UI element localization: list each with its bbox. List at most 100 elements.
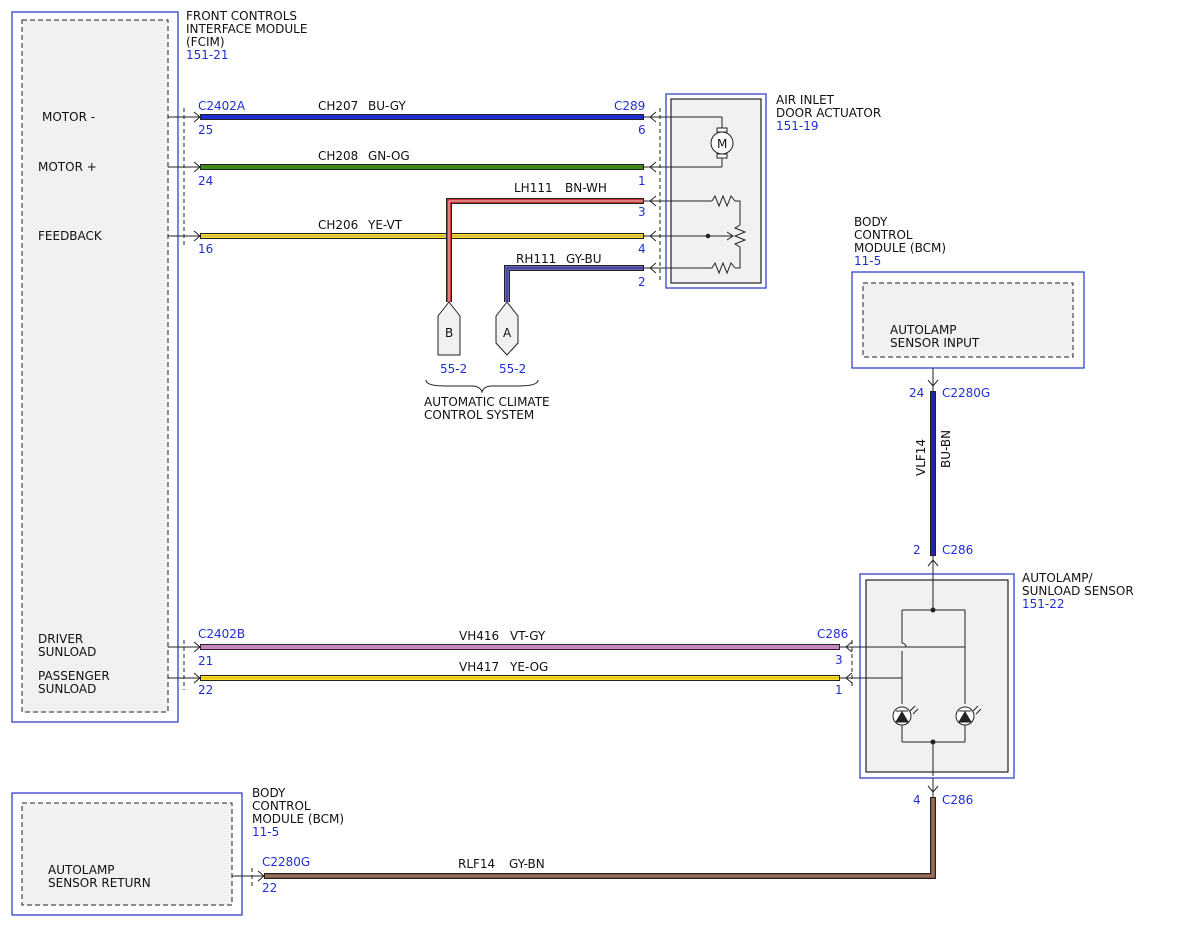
sensor-internal-circuit bbox=[854, 578, 982, 776]
circuit-vlf14-id: VLF14 bbox=[914, 439, 928, 476]
bcm-bottom-module[interactable] bbox=[11, 792, 243, 916]
circuit-ch208-id: CH208 bbox=[318, 149, 358, 163]
wire-rlf14[interactable] bbox=[264, 797, 936, 879]
actuator-inner-box bbox=[670, 98, 762, 284]
circuit-rlf14-color: GY-BN bbox=[509, 857, 545, 871]
bcm-top-title-line1: BODY bbox=[854, 215, 888, 229]
bcm-bottom-title-line2: CONTROL bbox=[252, 799, 311, 813]
circuit-vh417-color: YE-OG bbox=[509, 660, 548, 674]
bcm-bottom-ref-link[interactable]: 11-5 bbox=[252, 825, 279, 839]
autolamp-sunload-sensor[interactable] bbox=[859, 573, 1015, 779]
bcm-top-module[interactable] bbox=[851, 271, 1085, 369]
sensor-bottom-arrow bbox=[927, 778, 939, 798]
fcim-title-line1: FRONT CONTROLS bbox=[186, 9, 297, 23]
circuit-ch207-id: CH207 bbox=[318, 99, 358, 113]
circuit-rh111-color: GY-BU bbox=[566, 252, 602, 266]
circuit-lh111-color: BN-WH bbox=[565, 181, 607, 195]
pin-fcim-21: 21 bbox=[198, 654, 213, 668]
fcim-inner-box bbox=[21, 19, 169, 713]
sensor-inner-box bbox=[865, 579, 1009, 773]
pin-sensor-4: 4 bbox=[913, 793, 921, 807]
acc-label-line1: AUTOMATIC CLIMATE bbox=[424, 395, 550, 409]
circuit-ch207-color: BU-GY bbox=[368, 99, 406, 113]
sensor-outer-box bbox=[859, 573, 1015, 779]
air-inlet-actuator[interactable] bbox=[665, 93, 767, 289]
bcm-top-pin-line2: SENSOR INPUT bbox=[890, 336, 980, 350]
circuit-ch206-id: CH206 bbox=[318, 218, 358, 232]
pin-sensor-2: 2 bbox=[913, 543, 921, 557]
sensor-ref-link[interactable]: 151-22 bbox=[1022, 597, 1065, 611]
circuit-ch208-color: GN-OG bbox=[368, 149, 410, 163]
pin-actuator-2: 2 bbox=[638, 275, 646, 289]
fcim-module[interactable] bbox=[11, 11, 179, 723]
bcm-top-title-line2: CONTROL bbox=[854, 228, 913, 242]
bcm-bottom-inner-box bbox=[21, 802, 233, 906]
bcm-bottom-title-line3: MODULE (BCM) bbox=[252, 812, 344, 826]
pin-actuator-3: 3 bbox=[638, 205, 646, 219]
fcim-title-line2: INTERFACE MODULE bbox=[186, 22, 307, 36]
fcim-ref-link[interactable]: 151-21 bbox=[186, 48, 229, 62]
fcim-title-line3: (FCIM) bbox=[186, 35, 225, 49]
circuit-vh417-id: VH417 bbox=[459, 660, 499, 674]
connector-c286-mid-label[interactable]: C286 bbox=[817, 627, 848, 641]
pin-fcim-16: 16 bbox=[198, 242, 213, 256]
actuator-title-line2: DOOR ACTUATOR bbox=[776, 106, 881, 120]
bcm-bottom-arrow bbox=[232, 870, 265, 882]
fcim-pin-driver-line2: SUNLOAD bbox=[38, 645, 96, 659]
connector-c2402b-label[interactable]: C2402B bbox=[198, 627, 245, 641]
bcm-bottom-outer-box bbox=[11, 792, 243, 916]
bcm-bottom-title-line1: BODY bbox=[252, 786, 286, 800]
pin-sensor-1: 1 bbox=[835, 683, 843, 697]
pin-bcm-22: 22 bbox=[262, 881, 277, 895]
actuator-title-line1: AIR INLET bbox=[776, 93, 835, 107]
circuit-vh416-color: VT-GY bbox=[510, 629, 546, 643]
circuit-lh111-id: LH111 bbox=[514, 181, 553, 195]
circuit-rlf14-id: RLF14 bbox=[458, 857, 495, 871]
bcm-top-ref-link[interactable]: 11-5 bbox=[854, 254, 881, 268]
pin-fcim-22: 22 bbox=[198, 683, 213, 697]
pin-bcm-24: 24 bbox=[909, 386, 924, 400]
fcim-pin-motor-plus: MOTOR + bbox=[38, 160, 97, 174]
bcm-top-pin-line1: AUTOLAMP bbox=[890, 323, 957, 337]
pin-sensor-3: 3 bbox=[835, 653, 843, 667]
circuit-ch206-color: YE-VT bbox=[367, 218, 403, 232]
fcim-pin-motor-minus: MOTOR - bbox=[42, 110, 95, 124]
acc-label-line2: CONTROL SYSTEM bbox=[424, 408, 534, 422]
motor-m-label: M bbox=[717, 137, 727, 151]
connector-c286-top-label[interactable]: C286 bbox=[942, 543, 973, 557]
connector-c289-label[interactable]: C289 bbox=[614, 99, 645, 113]
fcim-pin-feedback: FEEDBACK bbox=[38, 229, 103, 243]
wire-lh111[interactable] bbox=[446, 198, 644, 302]
pin-actuator-4: 4 bbox=[638, 242, 646, 256]
connector-c286-bottom-label[interactable]: C286 bbox=[942, 793, 973, 807]
sensor-side-arrows bbox=[840, 641, 856, 684]
actuator-ref-link[interactable]: 151-19 bbox=[776, 119, 819, 133]
acc-connector-b[interactable] bbox=[437, 301, 461, 356]
bcm-top-outer-box bbox=[851, 271, 1085, 369]
circuit-vlf14-color: BU-BN bbox=[939, 430, 953, 468]
sensor-title-line1: AUTOLAMP/ bbox=[1022, 571, 1094, 585]
acc-ref-b-link[interactable]: 55-2 bbox=[440, 362, 467, 376]
actuator-motor-symbol bbox=[670, 116, 734, 168]
actuator-outer-box bbox=[665, 93, 767, 289]
bcm-bottom-pin-line1: AUTOLAMP bbox=[48, 863, 115, 877]
acc-brace bbox=[425, 379, 539, 394]
fcim-pin-passenger-line2: SUNLOAD bbox=[38, 682, 96, 696]
bcm-top-title-line3: MODULE (BCM) bbox=[854, 241, 946, 255]
connector-c2280g-bottom-label[interactable]: C2280G bbox=[262, 855, 310, 869]
fcim-pin-passenger-line1: PASSENGER bbox=[38, 669, 110, 683]
acc-connector-a[interactable] bbox=[495, 301, 519, 356]
bcm-top-inner-box bbox=[862, 282, 1074, 358]
pin-actuator-1: 1 bbox=[638, 174, 646, 188]
pin-actuator-6: 6 bbox=[638, 123, 646, 137]
wire-rh111[interactable] bbox=[504, 265, 644, 302]
circuit-vh416-id: VH416 bbox=[459, 629, 499, 643]
circuit-rh111-id: RH111 bbox=[516, 252, 556, 266]
connector-c2280g-top-label[interactable]: C2280G bbox=[942, 386, 990, 400]
connector-c2402a-label[interactable]: C2402A bbox=[198, 99, 246, 113]
acc-ref-a-link[interactable]: 55-2 bbox=[499, 362, 526, 376]
bcm-bottom-pin-line2: SENSOR RETURN bbox=[48, 876, 151, 890]
sensor-top-arrow bbox=[927, 556, 939, 578]
fcim-outer-box bbox=[11, 11, 179, 723]
